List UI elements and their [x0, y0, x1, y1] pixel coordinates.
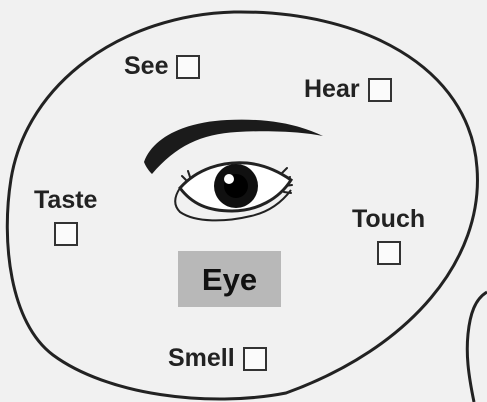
eye-icon: [136, 108, 336, 228]
option-smell-label: Smell: [168, 346, 235, 371]
option-hear-label: Hear: [304, 77, 360, 102]
option-touch: Touch: [352, 207, 425, 265]
eye-label-box: Eye: [178, 251, 281, 307]
hear-checkbox[interactable]: [368, 78, 392, 102]
option-smell: Smell: [168, 346, 267, 371]
option-hear: Hear: [304, 77, 392, 102]
touch-checkbox[interactable]: [377, 241, 401, 265]
option-taste: Taste: [34, 188, 97, 246]
option-see: See: [124, 54, 200, 79]
option-see-label: See: [124, 54, 168, 79]
option-taste-label: Taste: [34, 188, 97, 213]
eye-label: Eye: [202, 264, 257, 295]
see-checkbox[interactable]: [176, 55, 200, 79]
eye-highlight-icon: [224, 174, 234, 184]
option-touch-label: Touch: [352, 207, 425, 232]
smell-checkbox[interactable]: [243, 347, 267, 371]
taste-checkbox[interactable]: [54, 222, 78, 246]
partial-circle-outline: [467, 292, 487, 402]
